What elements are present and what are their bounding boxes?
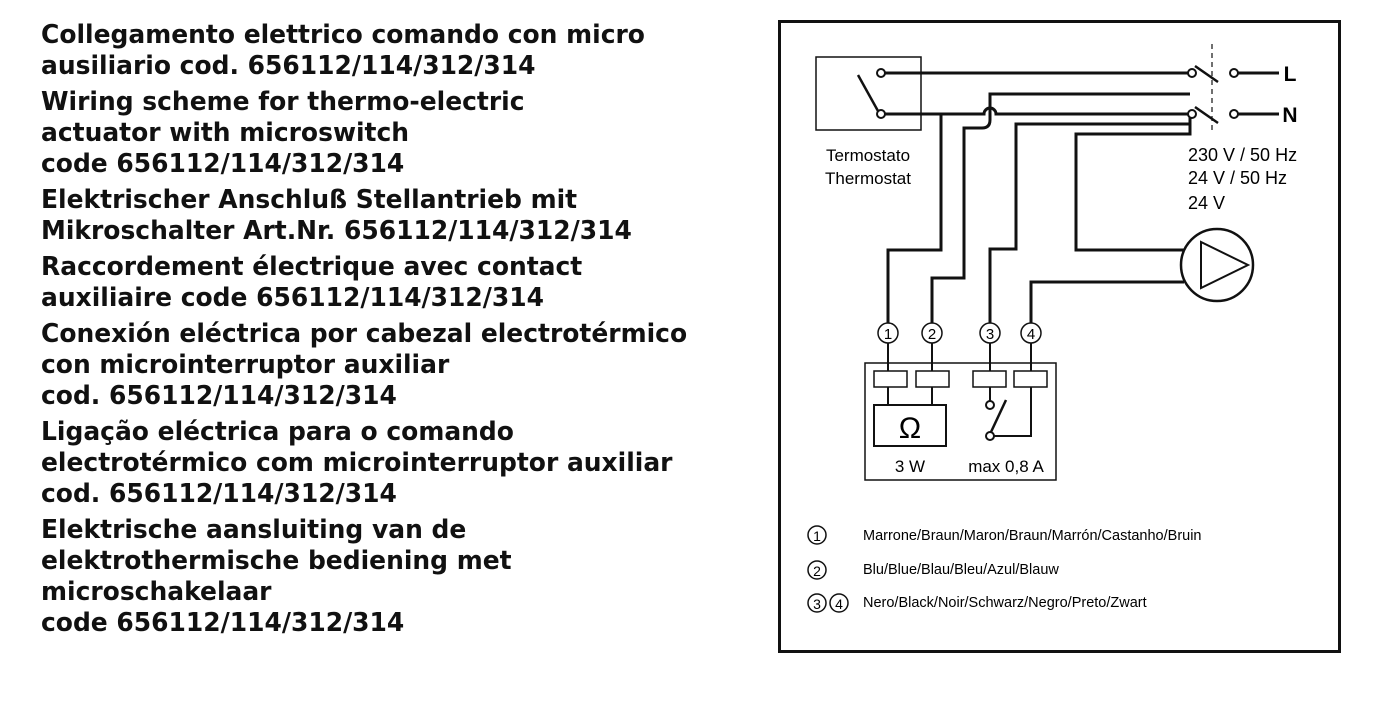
title-line: Wiring scheme for thermo-electric <box>41 87 525 117</box>
title-line: Ligação eléctrica para o comando <box>41 417 514 447</box>
voltage-24-dc: 24 V <box>1188 193 1225 213</box>
voltage-24-ac: 24 V / 50 Hz <box>1188 168 1287 188</box>
actuator-terminal-4 <box>1013 370 1048 388</box>
microswitch-contact-top <box>985 400 995 410</box>
pump-icon <box>1179 227 1255 303</box>
title-line: code 656112/114/312/314 <box>41 149 405 179</box>
current-label: max 0,8 A <box>968 457 1044 476</box>
wire-3-bridge <box>988 114 1192 333</box>
terminal-1: 1 <box>877 322 899 344</box>
pump-neutral-wire <box>1074 114 1192 188</box>
actuator-terminal-2 <box>915 370 950 388</box>
actuator-terminal-1 <box>873 370 908 388</box>
title-line: elektrothermische bediening met <box>41 546 512 576</box>
thermostat-box <box>815 56 922 131</box>
title-line: cod. 656112/114/312/314 <box>41 479 397 509</box>
terminal-3-label: 3 <box>986 326 994 343</box>
ohm-icon: Ω <box>899 412 921 445</box>
wiring-diagram-svg: Termostato Thermostat L N 230 V / 50 Hz … <box>778 20 1341 653</box>
terminal-4-label: 4 <box>1027 326 1035 343</box>
title-line: cod. 656112/114/312/314 <box>41 381 397 411</box>
title-list: Collegamento elettrico comando con micro… <box>41 20 761 644</box>
title-line: electrotérmico com microinterruptor auxi… <box>41 448 673 478</box>
microswitch-wire <box>994 387 1032 437</box>
title-line: ausiliario cod. 656112/114/312/314 <box>41 51 536 81</box>
title-block: Conexión eléctrica por cabezal electroté… <box>41 319 732 412</box>
diagram-frame <box>778 20 1341 653</box>
thermostat-label-it: Termostato <box>826 146 910 165</box>
wire-4 <box>1029 280 1184 333</box>
legend-row-1: 1 Marrone/Braun/Maron/Braun/Marrón/Casta… <box>807 525 1202 545</box>
pump-arrow-icon <box>1200 240 1251 290</box>
title-line: auxiliaire code 656112/114/312/314 <box>41 283 544 313</box>
power-label: 3 W <box>895 457 925 476</box>
legend-marker-4: 4 <box>835 596 843 612</box>
wiring-diagram: Termostato Thermostat L N 230 V / 50 Hz … <box>778 20 1341 653</box>
supply-contact-l-out <box>1229 68 1239 78</box>
thermostat-label-en: Thermostat <box>825 169 911 188</box>
terminal-3: 3 <box>979 322 1001 344</box>
thermostat-contact-top <box>876 68 886 78</box>
supply-switch-n <box>1194 105 1219 125</box>
wire-1 <box>885 112 943 333</box>
supply-contact-l-in <box>1187 68 1197 78</box>
legend-text-1: Marrone/Braun/Maron/Braun/Marrón/Castanh… <box>863 528 1202 544</box>
title-line: microschakelaar <box>41 577 272 607</box>
title-line: Mikroschalter Art.Nr. 656112/114/312/314 <box>41 216 632 246</box>
neutral-wire <box>941 106 1190 116</box>
microswitch-blade <box>989 399 1008 433</box>
legend-marker-3: 3 <box>813 596 821 612</box>
supply-contact-n-out <box>1229 109 1239 119</box>
title-line: Elektrische aansluiting van de <box>41 515 467 545</box>
actuator-box <box>864 362 1057 481</box>
microswitch-contact-bottom <box>985 431 995 441</box>
pump-wire-top <box>1074 188 1184 252</box>
legend-row-2: 2 Blu/Blue/Blau/Bleu/Azul/Blauw <box>807 560 1059 580</box>
legend-row-3: 3 4 Nero/Black/Noir/Schwarz/Negro/Preto/… <box>807 593 1147 613</box>
line-label: L <box>1284 63 1297 86</box>
terminal-2-label: 2 <box>928 326 936 343</box>
heating-resistor <box>873 404 947 447</box>
neutral-label: N <box>1282 104 1297 127</box>
thermostat-switch-blade <box>856 74 880 112</box>
supply-contact-n-in <box>1187 109 1197 119</box>
title-line: actuator with microswitch <box>41 118 410 148</box>
title-block: Collegamento elettrico comando con micro… <box>41 20 732 82</box>
title-line: con microinterruptor auxiliar <box>41 350 450 380</box>
title-line: Collegamento elettrico comando con micro <box>41 20 645 50</box>
supply-switch-l <box>1194 64 1219 84</box>
title-line: Conexión eléctrica por cabezal electroté… <box>41 319 688 349</box>
terminal-1-label: 1 <box>884 326 892 343</box>
legend-marker-1: 1 <box>813 528 821 544</box>
title-line: Elektrischer Anschluß Stellantrieb mit <box>41 185 578 215</box>
legend-text-2: Blu/Blue/Blau/Bleu/Azul/Blauw <box>863 562 1059 578</box>
thermostat-contact-bottom <box>876 109 886 119</box>
wire-2 <box>930 92 1190 333</box>
terminal-4: 4 <box>1020 322 1042 344</box>
title-line: Raccordement électrique avec contact <box>41 252 583 282</box>
legend-text-3: Nero/Black/Noir/Schwarz/Negro/Preto/Zwar… <box>863 595 1147 611</box>
actuator-terminal-3 <box>972 370 1007 388</box>
legend-marker-2: 2 <box>813 563 821 579</box>
voltage-230: 230 V / 50 Hz <box>1188 145 1297 165</box>
title-line: code 656112/114/312/314 <box>41 608 405 638</box>
terminal-2: 2 <box>921 322 943 344</box>
